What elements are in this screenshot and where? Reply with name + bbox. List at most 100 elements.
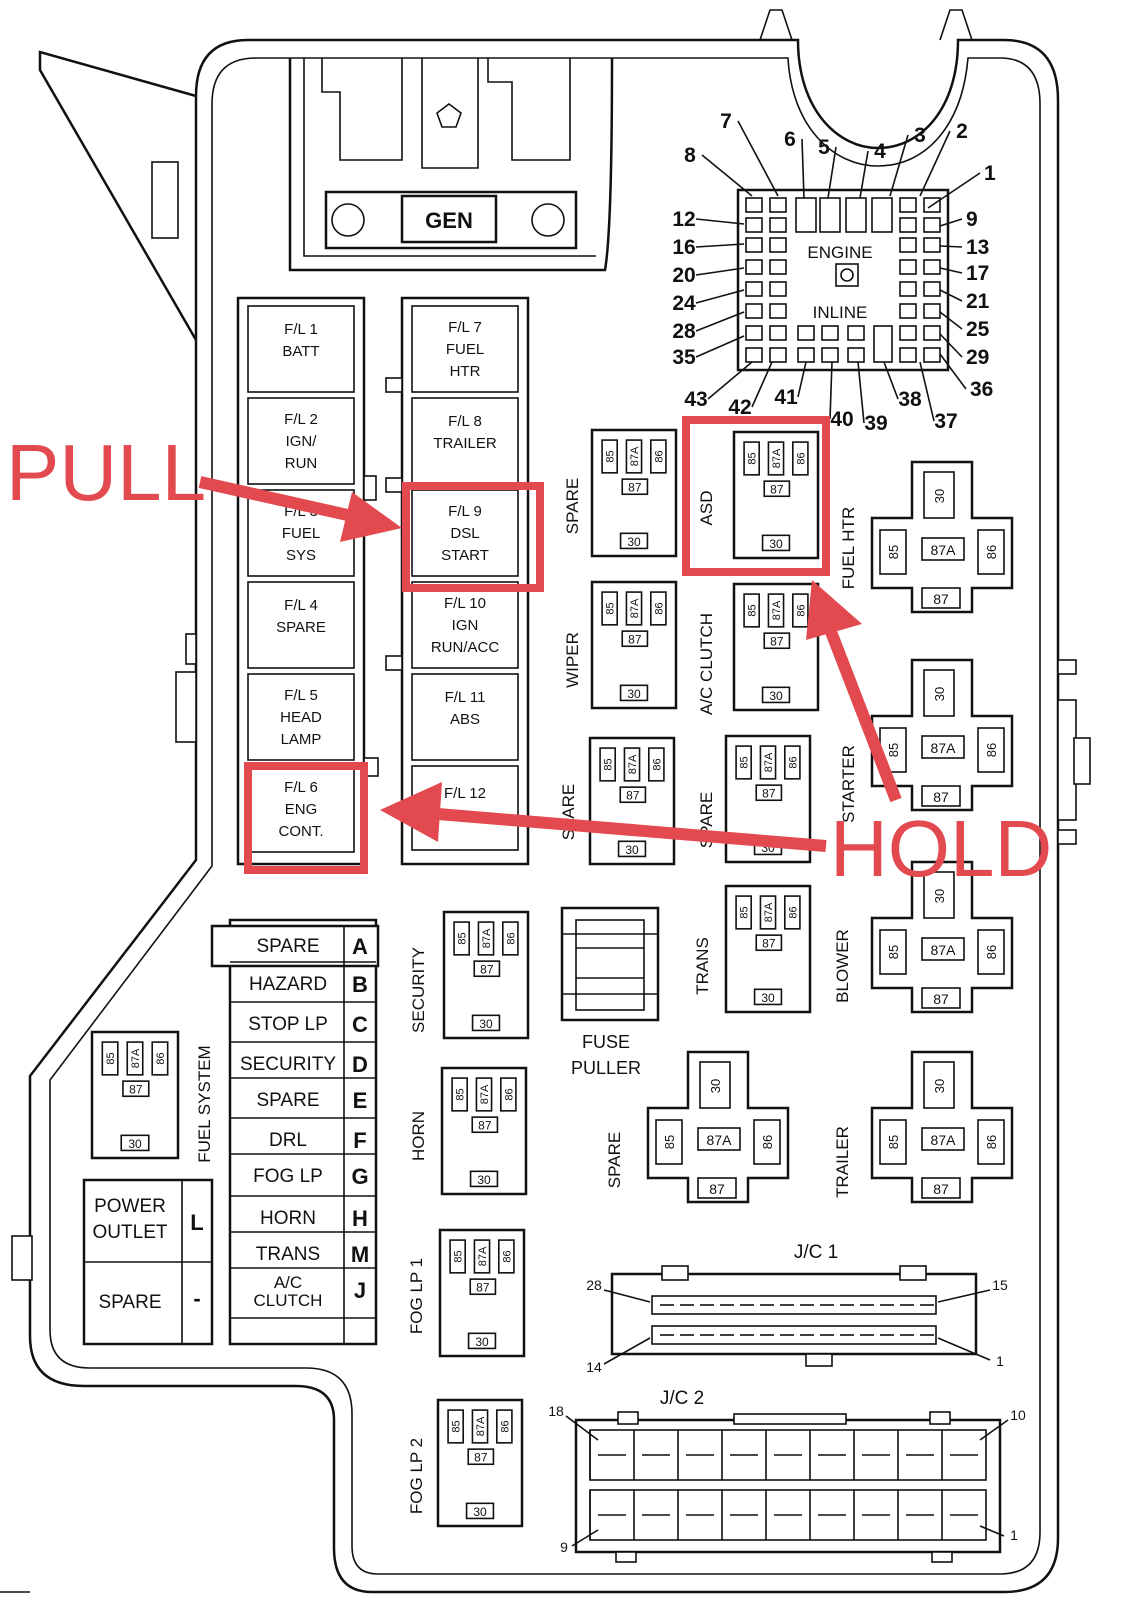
fusible-link-9-text: F/L 9 bbox=[448, 503, 482, 520]
fusible-link-6-text: F/L 6 bbox=[284, 779, 318, 796]
relay-label: SPARE bbox=[559, 784, 578, 840]
relay-terminal-87 bbox=[921, 785, 961, 807]
relay-terminal-87A bbox=[473, 1239, 491, 1274]
connector-pin-large bbox=[871, 197, 893, 233]
relay-terminal-86 bbox=[499, 1077, 517, 1112]
relay-terminal-label: 87 bbox=[129, 1083, 143, 1097]
relay-terminal-label: 86 bbox=[651, 758, 663, 770]
relay-terminal-label: 30 bbox=[128, 1137, 142, 1151]
relay-terminal-label: 87A bbox=[931, 1132, 957, 1148]
relay-terminal-label: 30 bbox=[625, 843, 639, 857]
hold-arrow-left-shaft bbox=[437, 808, 827, 852]
pentastar-icon bbox=[436, 103, 462, 128]
relay-terminal-30 bbox=[761, 534, 791, 552]
fuse-row-code: J bbox=[354, 1278, 366, 1303]
relay-terminal-label: 87 bbox=[933, 1181, 949, 1197]
hold-arrow-up-shaft bbox=[822, 621, 902, 803]
connector-leader-line bbox=[695, 311, 745, 332]
connector-pin bbox=[923, 347, 941, 363]
relay-terminal-label: 30 bbox=[627, 687, 641, 701]
relay-terminal-label: 87 bbox=[628, 633, 642, 647]
connector-pin bbox=[769, 281, 787, 297]
jc2-latch bbox=[617, 1411, 639, 1425]
fuse-puller-label-1: FUSE bbox=[582, 1032, 630, 1052]
connector-leader-line bbox=[939, 289, 963, 302]
connector-pin bbox=[899, 259, 917, 275]
connector-pin-labels: 1234567891213161720212425282935363738394… bbox=[672, 110, 996, 435]
relay-terminal-label: 86 bbox=[499, 1420, 511, 1432]
relay-terminal-label: 87 bbox=[478, 1119, 492, 1133]
highlight-asd bbox=[682, 416, 830, 576]
jc2-leader bbox=[565, 1415, 599, 1441]
connector-leader-line bbox=[695, 267, 745, 276]
engine-inline-connector: ENGINE INLINE 12345678912131617202124252… bbox=[672, 110, 996, 435]
jc1-latch bbox=[661, 1265, 689, 1281]
fusible-link-4-text: F/L 4 bbox=[284, 597, 318, 614]
fusible-link-11-text: F/L 11 bbox=[445, 689, 486, 706]
relay-terminal-86 bbox=[783, 745, 801, 780]
relay-terminal-30 bbox=[619, 532, 649, 550]
relay-terminal-label: 85 bbox=[886, 1135, 901, 1149]
relay-terminal-87A bbox=[625, 439, 643, 474]
connector-pin bbox=[745, 325, 763, 341]
connector-leader-line bbox=[939, 245, 963, 248]
relay-terminal-85 bbox=[447, 1409, 464, 1444]
connector-pin bbox=[923, 325, 941, 341]
connector-pin bbox=[745, 281, 763, 297]
connector-pin bbox=[899, 237, 917, 253]
relay-terminal-label: 86 bbox=[501, 1250, 513, 1262]
relay-terminal-label: 85 bbox=[605, 450, 617, 462]
relay-terminal-label: 87A bbox=[479, 1084, 491, 1104]
relay-label: FOG LP 1 bbox=[407, 1258, 426, 1334]
connector-pin-label-35: 35 bbox=[672, 346, 696, 369]
relay-terminal-label: 87 bbox=[933, 991, 949, 1007]
relay-label: SECURITY bbox=[409, 947, 428, 1033]
relay-terminal-label: 86 bbox=[984, 743, 999, 757]
connector-title-bottom: INLINE bbox=[813, 303, 868, 322]
relay-terminal-label: 85 bbox=[747, 452, 759, 464]
relay-terminal-label: 86 bbox=[787, 906, 799, 918]
jc1-leader bbox=[937, 1289, 991, 1303]
relay-terminal-label: 87A bbox=[931, 942, 957, 958]
relay-label: FOG LP 2 bbox=[407, 1438, 426, 1514]
relay-terminal-30 bbox=[471, 1014, 501, 1032]
relay-terminal-85 bbox=[451, 1077, 468, 1112]
fuse-row-name: SPARE bbox=[256, 1090, 319, 1111]
relay-terminal-85 bbox=[599, 747, 617, 782]
relay-terminal-label: 87 bbox=[762, 937, 776, 951]
relay-terminal-87 bbox=[755, 934, 783, 952]
connector-pin bbox=[745, 347, 763, 363]
fuse-row-code: G bbox=[351, 1164, 368, 1189]
relay-terminal-86 bbox=[753, 1119, 781, 1165]
jc2-pin-label: 10 bbox=[1010, 1407, 1026, 1423]
relay-terminal-85 bbox=[879, 929, 907, 975]
relay-terminal-label: 87 bbox=[626, 789, 640, 803]
relay-terminal-87A bbox=[471, 1409, 489, 1444]
fuse-row-name: STOP LP bbox=[248, 1014, 328, 1035]
outlet-name: SPARE bbox=[98, 1292, 161, 1313]
relay-terminal-label: 30 bbox=[769, 537, 783, 551]
relay-label: FUEL SYSTEM bbox=[195, 1045, 214, 1162]
relay-terminal-label: 87A bbox=[475, 1416, 487, 1436]
relay-terminal-87A bbox=[767, 441, 785, 476]
relay-terminal-label: 87 bbox=[709, 1181, 725, 1197]
jc1-leader bbox=[603, 1337, 651, 1365]
relay-body bbox=[870, 1050, 1014, 1204]
relay-terminal-87 bbox=[621, 630, 649, 648]
relay-terminal-label: 86 bbox=[984, 1135, 999, 1149]
jc1-label: J/C 1 bbox=[794, 1242, 838, 1263]
relay-terminal-87A bbox=[625, 591, 643, 626]
jc1-leader bbox=[603, 1289, 651, 1303]
connector-leader-line bbox=[939, 333, 963, 358]
relay-terminal-label: 85 bbox=[886, 743, 901, 757]
relay-terminal-85 bbox=[101, 1041, 119, 1076]
fuse-row-name: DRL bbox=[269, 1130, 307, 1151]
connector-pin-label-42: 42 bbox=[728, 396, 751, 419]
fuse-row-name: FOG LP bbox=[253, 1166, 323, 1187]
